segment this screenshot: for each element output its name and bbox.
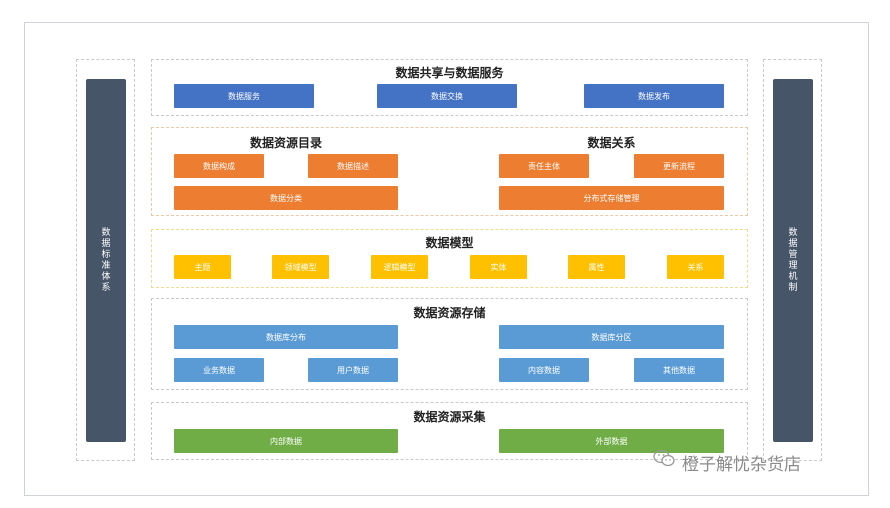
model-item-attribute: 属性 xyxy=(568,255,625,279)
storage-title: 数据资源存储 xyxy=(413,306,486,320)
data-management-mechanism-label: 数据管理机制 xyxy=(788,227,798,293)
relations-title: 数据关系 xyxy=(587,136,636,150)
collection-title: 数据资源采集 xyxy=(413,410,486,424)
external-data-box: 外部数据 xyxy=(499,429,724,453)
model-item-relation: 关系 xyxy=(667,255,724,279)
data-exchange-box: 数据交换 xyxy=(377,84,517,108)
data-description-box: 数据描述 xyxy=(308,154,398,178)
model-item-domain: 领域模型 xyxy=(272,255,329,279)
left-sidebar-container xyxy=(76,59,135,461)
model-title: 数据模型 xyxy=(425,236,474,250)
model-item-topic: 主题 xyxy=(174,255,231,279)
database-distribution-box: 数据库分布 xyxy=(174,325,398,349)
database-partition-box: 数据库分区 xyxy=(499,325,724,349)
model-layer xyxy=(151,229,748,288)
wechat-icon xyxy=(653,449,675,467)
data-standard-system-bar: 数据标准体系 xyxy=(86,79,126,442)
sharing-layer-title: 数据共享与数据服务 xyxy=(395,66,504,80)
storage-layer xyxy=(151,298,748,390)
watermark-text: 橙子解忧杂货店 xyxy=(682,455,801,475)
business-data-box: 业务数据 xyxy=(174,358,264,382)
right-sidebar-container xyxy=(763,59,822,461)
data-classification-box: 数据分类 xyxy=(174,186,398,210)
sharing-layer xyxy=(151,59,748,116)
internal-data-box: 内部数据 xyxy=(174,429,398,453)
model-item-logical: 逻辑模型 xyxy=(371,255,428,279)
data-management-mechanism-bar: 数据管理机制 xyxy=(773,79,813,442)
data-publish-box: 数据发布 xyxy=(584,84,724,108)
responsible-entity-box: 责任主体 xyxy=(499,154,589,178)
other-data-box: 其他数据 xyxy=(634,358,724,382)
distributed-storage-box: 分布式存储管理 xyxy=(499,186,724,210)
data-service-box: 数据服务 xyxy=(174,84,314,108)
content-data-box: 内容数据 xyxy=(499,358,589,382)
data-composition-box: 数据构成 xyxy=(174,154,264,178)
data-standard-system-label: 数据标准体系 xyxy=(101,227,111,293)
update-process-box: 更新流程 xyxy=(634,154,724,178)
user-data-box: 用户数据 xyxy=(308,358,398,382)
catalog-layer xyxy=(151,127,748,216)
collection-layer xyxy=(151,402,748,460)
catalog-title: 数据资源目录 xyxy=(249,136,322,150)
model-item-entity: 实体 xyxy=(470,255,527,279)
